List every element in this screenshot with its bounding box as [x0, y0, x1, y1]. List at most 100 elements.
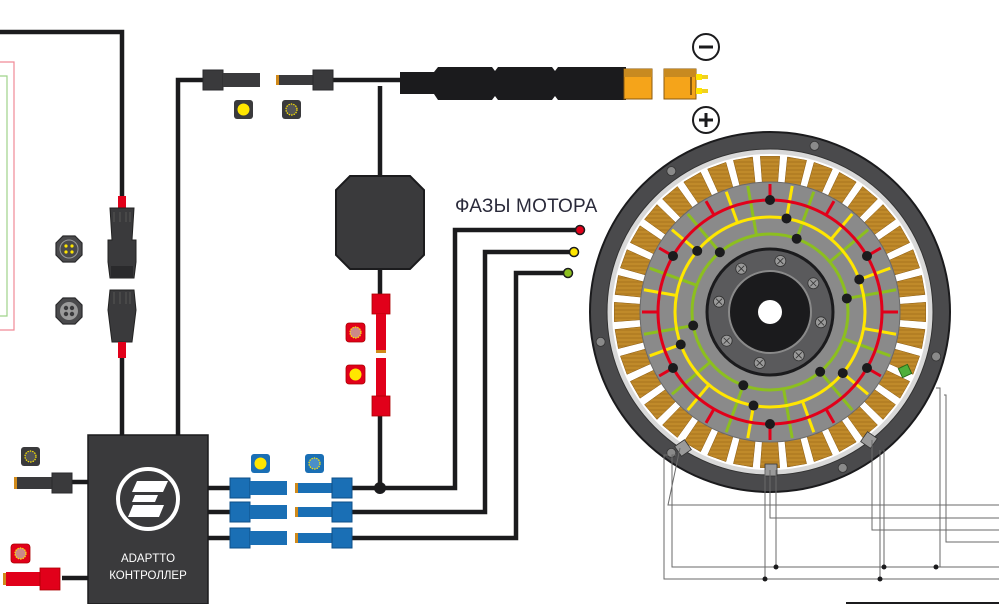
phase-ring [673, 215, 867, 409]
blue-phase-connectors [229, 477, 353, 549]
winding-junction [668, 363, 679, 373]
winding-junction [765, 195, 775, 205]
phase-lead [686, 212, 722, 254]
controller-power-cable [175, 77, 205, 436]
phase-wire-b [350, 249, 574, 515]
rim-screw-icon [666, 166, 677, 177]
blue-socket-1[interactable] [295, 477, 353, 499]
winding-junction [714, 247, 725, 258]
aux-socket-connector[interactable] [14, 472, 73, 494]
phase-lead [704, 408, 716, 424]
positive-terminal-icon [692, 106, 720, 134]
blue-plug-3[interactable] [229, 527, 287, 549]
winding-junction [791, 233, 802, 244]
hub-bolt-icon [815, 316, 827, 329]
phase-lead [828, 228, 870, 264]
winding-junction [675, 339, 686, 350]
controller-box[interactable] [87, 434, 209, 604]
hall-socket-4pin-icon [55, 297, 83, 325]
hub-bolt-icon [774, 255, 787, 267]
phase-lead [782, 388, 794, 439]
phase-lead [818, 370, 854, 412]
hall-wiring-junctions [762, 564, 939, 582]
red-plug[interactable] [371, 358, 391, 417]
winding-junction [854, 274, 865, 285]
adaptto-logo-icon [116, 467, 180, 531]
red-socket[interactable] [371, 293, 391, 353]
motor-stator [589, 131, 951, 493]
phase-lead [724, 384, 745, 433]
winding-junction [861, 363, 872, 373]
dc-converter-box[interactable] [335, 175, 425, 270]
red-plug-pin-icon [345, 364, 366, 385]
rim-screw-icon [809, 140, 820, 151]
winding-junction [841, 293, 852, 304]
blue-socket-3[interactable] [295, 527, 353, 549]
phase-lead [670, 360, 712, 396]
hub-bolt-icon [792, 349, 805, 362]
hall-sensor [764, 463, 778, 477]
controller-name-label: КОНТРОЛЛЕР [109, 570, 187, 582]
blue-plug-1[interactable] [229, 477, 287, 499]
winding-junction [781, 213, 792, 224]
rim-screw-icon [666, 447, 677, 458]
red-aux-socket-connector[interactable] [3, 567, 61, 591]
battery-cable [400, 67, 626, 100]
winding-junction [688, 320, 699, 331]
signal-plug-top[interactable] [202, 69, 260, 91]
hub-bolt-icon [807, 277, 820, 290]
phase-b-terminal[interactable] [568, 246, 580, 258]
phase-lead [842, 337, 891, 358]
aux-socket-pin-icon [21, 447, 40, 466]
phase-lead [824, 200, 836, 216]
hall-connector[interactable] [107, 196, 137, 358]
phase-lead [643, 324, 694, 336]
phase-lead [824, 408, 836, 424]
rim-screw-icon [931, 351, 942, 362]
hall-plug-4pin-icon [55, 235, 83, 263]
hub-bolt-icon [720, 334, 733, 347]
phase-wire-c [350, 270, 568, 541]
xt90-male-connector[interactable] [663, 68, 708, 100]
rim-screw-icon [837, 462, 848, 473]
hub-bolt-icon [753, 357, 766, 369]
phase-lead [704, 200, 716, 216]
red-socket-pin-icon [345, 322, 366, 343]
signal-socket-top[interactable] [276, 69, 334, 91]
hub-bolt-icon [735, 262, 748, 275]
winding-junction [692, 245, 703, 256]
phase-wire-a [350, 227, 580, 491]
phase-lead [846, 288, 897, 300]
negative-terminal-icon [692, 33, 720, 61]
red-aux-socket-pin-icon [10, 543, 31, 564]
blue-plug-2[interactable] [229, 501, 287, 523]
display-outline [0, 61, 15, 331]
hub-bolt-icon [713, 295, 725, 308]
solid-pin-icon [234, 100, 253, 119]
phase-lead [795, 191, 816, 240]
axle-hole [758, 300, 782, 324]
blue-plug-pin-icon [251, 454, 270, 473]
winding-junction [668, 251, 679, 261]
phase-ring [690, 232, 850, 392]
winding-junction [815, 366, 826, 377]
blue-socket-2[interactable] [295, 501, 353, 523]
motor-phases-label: ФАЗЫ МОТОРА [455, 196, 598, 217]
junction-dot [374, 482, 386, 494]
phase-c-terminal[interactable] [562, 267, 574, 279]
hall-sensor-wiring [663, 387, 999, 580]
winding-junction [738, 380, 749, 391]
wires [0, 29, 580, 581]
phase-lead [746, 185, 758, 236]
temperature-sensor [897, 363, 913, 379]
blue-socket-pin-icon [305, 454, 324, 473]
hall-sensor [860, 431, 878, 449]
winding-junction [765, 419, 775, 429]
phase-a-terminal[interactable] [574, 224, 586, 236]
xt90-female-connector[interactable] [623, 68, 653, 100]
winding-junction [748, 400, 759, 411]
display-cable [0, 29, 125, 196]
winding-junction [837, 368, 848, 379]
controller-brand-label: ADAPTTO [120, 553, 176, 565]
